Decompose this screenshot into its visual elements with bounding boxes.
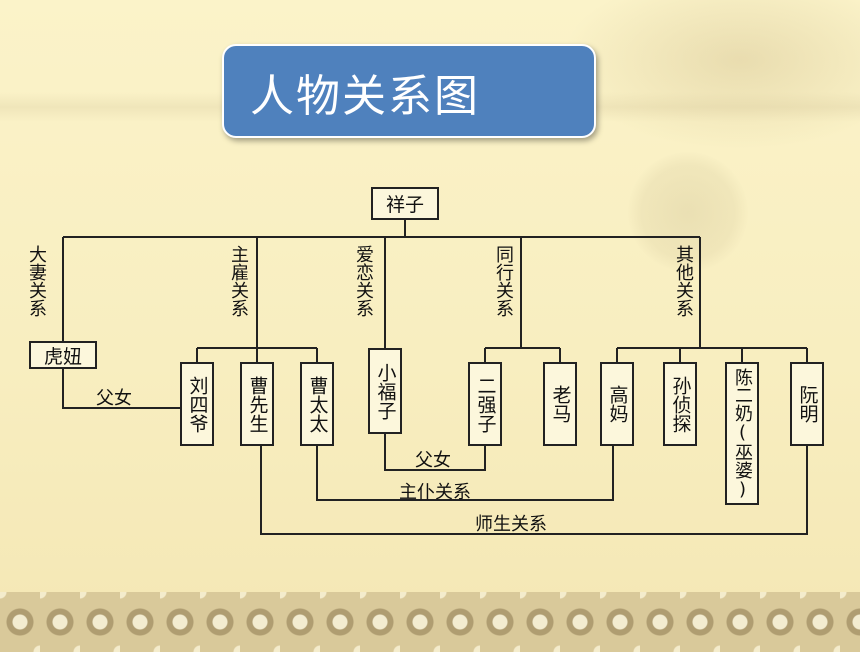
root-label: 祥子	[385, 194, 424, 216]
group-label-peer: 同行关系	[493, 245, 514, 317]
group-label-spouse: 大妻关系	[26, 245, 47, 317]
slide-title: 人物关系图	[250, 71, 480, 122]
root-node: 祥子	[371, 187, 439, 220]
group-label-other: 其他关系	[673, 245, 694, 317]
bottom-pattern-border	[0, 592, 860, 652]
person-label: 虎妞	[43, 345, 82, 368]
person-label: 阮明	[796, 385, 819, 423]
person-node-huniu: 虎妞	[29, 341, 97, 369]
person-label: 刘四爷	[186, 375, 209, 433]
person-label: 高妈	[606, 385, 629, 423]
person-label: 二强子	[474, 375, 497, 433]
person-node-caoxiansheng: 曹先生	[240, 362, 274, 446]
title-banner: 人物关系图	[222, 44, 596, 138]
group-label-love: 爱恋关系	[353, 245, 374, 317]
person-node-chenernai: 陈二奶(巫婆)	[725, 362, 759, 505]
person-node-ruanming: 阮明	[790, 362, 824, 446]
person-node-sunzhentan: 孙侦探	[663, 362, 697, 446]
background-scroll-decoration	[560, 0, 860, 150]
person-label: 孙侦探	[669, 375, 692, 433]
person-node-gaoma: 高妈	[600, 362, 634, 446]
person-node-erqiangzi: 二强子	[468, 362, 502, 446]
person-node-xiaofuzi: 小福子	[368, 348, 402, 434]
person-node-laoma: 老马	[543, 362, 577, 446]
person-label: 曹先生	[246, 375, 269, 433]
person-node-liusiye: 刘四爷	[180, 362, 214, 446]
connector-line	[62, 369, 180, 409]
connector-line	[316, 446, 614, 501]
person-label: 小福子	[374, 362, 397, 420]
person-node-caotaitai: 曹太太	[300, 362, 334, 446]
connector-line	[384, 434, 486, 471]
person-label: 陈二奶(巫婆)	[732, 367, 753, 500]
relation-label-teacher-student: 师生关系	[475, 514, 547, 535]
relation-label-master-servant: 主仆关系	[399, 482, 471, 503]
connector-line	[260, 446, 808, 535]
relation-label-father-daughter-2: 父女	[415, 450, 451, 471]
background-seal-decoration	[628, 152, 748, 272]
person-label: 老马	[549, 385, 572, 423]
group-label-employer: 主雇关系	[228, 245, 249, 317]
person-label: 曹太太	[306, 375, 329, 433]
relation-label-father-daughter-1: 父女	[96, 388, 132, 409]
